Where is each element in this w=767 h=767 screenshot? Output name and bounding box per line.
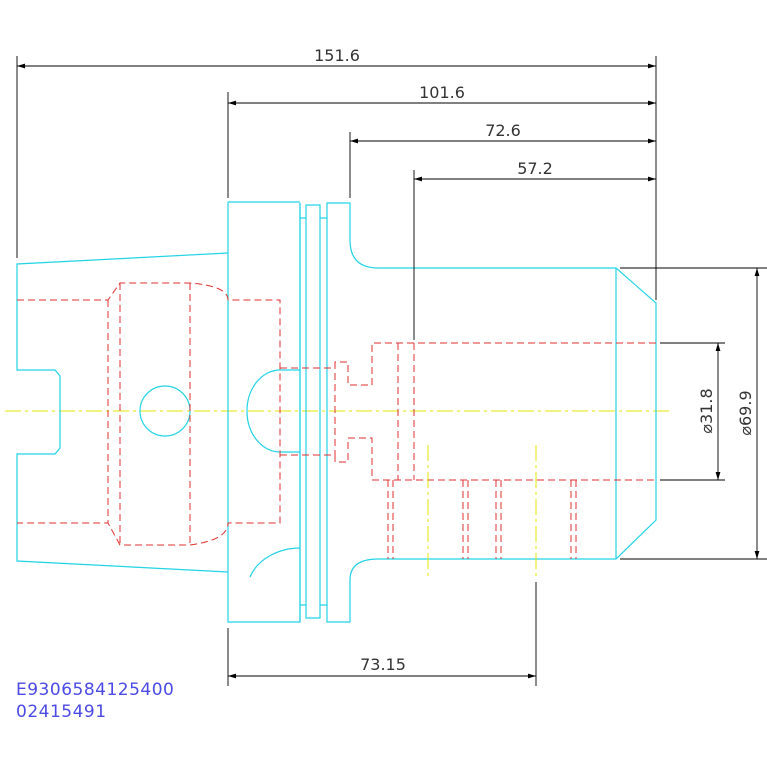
drive-slot-lower bbox=[249, 547, 301, 578]
part-number-line1: E9306584125400 bbox=[16, 680, 175, 700]
dim-bore-diameter: ⌀31.8 bbox=[697, 388, 716, 433]
groove-outline-bottom bbox=[299, 580, 351, 623]
extension-lines bbox=[16, 56, 767, 686]
taper-shank-outline bbox=[16, 252, 229, 573]
part-number-line2: 02415491 bbox=[16, 702, 107, 722]
body-outline bbox=[349, 239, 657, 581]
dim-bottom-length: 73.15 bbox=[360, 655, 406, 674]
dim-groove-to-end: 72.6 bbox=[485, 121, 521, 140]
dim-overall-length: 151.6 bbox=[314, 46, 360, 65]
dim-outer-diameter: ⌀69.9 bbox=[736, 390, 755, 435]
drive-slot bbox=[246, 369, 300, 453]
dim-flange-to-end: 101.6 bbox=[419, 83, 465, 102]
hidden-lines bbox=[17, 282, 656, 559]
groove-outline-top bbox=[299, 202, 351, 240]
dim-bore-depth: 57.2 bbox=[517, 159, 553, 178]
